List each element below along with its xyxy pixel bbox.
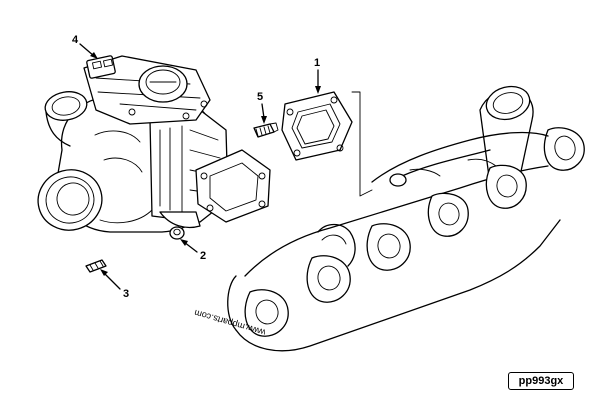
- nut: [169, 226, 185, 240]
- callout-1-label: 1: [314, 57, 320, 69]
- callout-4-label: 4: [72, 34, 79, 46]
- callout-2-label: 2: [200, 250, 206, 262]
- exhaust-gasket: [281, 91, 353, 161]
- callout-1: 1: [314, 57, 321, 94]
- exhaust-manifold: [227, 85, 585, 352]
- callout-3-label: 3: [123, 288, 129, 300]
- stud: [253, 122, 279, 138]
- mounting-stud: [85, 259, 107, 273]
- callout-3: 3: [100, 269, 129, 300]
- callout-5: 5: [257, 91, 267, 124]
- turbocharger: [37, 55, 271, 233]
- reference-code-label: pp993gx: [508, 372, 574, 390]
- callout-2: 2: [180, 239, 206, 262]
- callout-4: 4: [72, 34, 98, 59]
- callout-5-label: 5: [257, 91, 263, 103]
